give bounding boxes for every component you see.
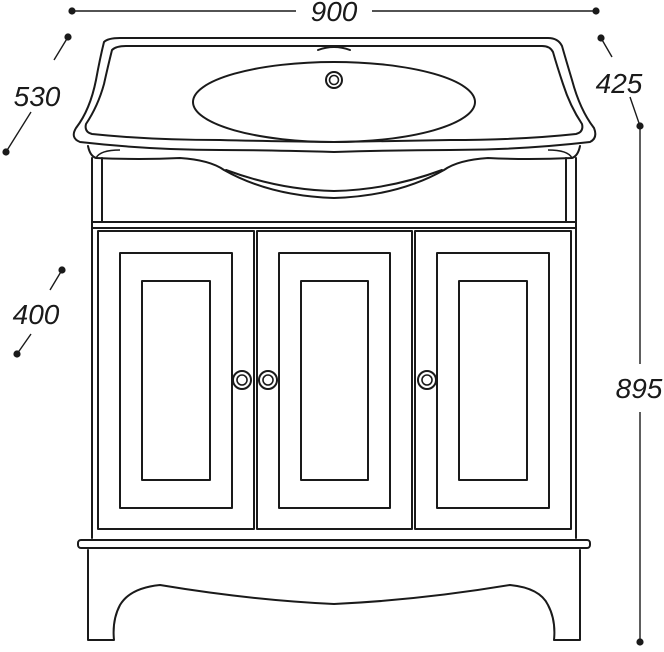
depth-base-dimension: 400: [13, 266, 66, 358]
door-knob-right: [417, 370, 437, 390]
cabinet-frame: [91, 157, 577, 539]
depth-top-label: 530: [14, 81, 61, 112]
width-label: 900: [311, 0, 358, 27]
cabinet-door-center: [256, 230, 413, 530]
basin-apron: [87, 145, 581, 199]
height-dimension: 895: [616, 126, 663, 646]
plinth: [77, 539, 591, 641]
width-dimension: 900: [68, 0, 600, 27]
depth-top-dimension: 530: [2, 33, 72, 156]
depth-body-label: 425: [596, 68, 643, 99]
depth-body-dimension: 425: [596, 34, 644, 130]
height-label: 895: [616, 373, 663, 404]
depth-base-label: 400: [13, 299, 60, 330]
door-knob-center: [258, 370, 278, 390]
basin-top: [72, 37, 597, 153]
cabinet-door-right: [414, 230, 572, 530]
cabinet-door-left: [97, 230, 255, 530]
door-knob-left: [232, 370, 252, 390]
